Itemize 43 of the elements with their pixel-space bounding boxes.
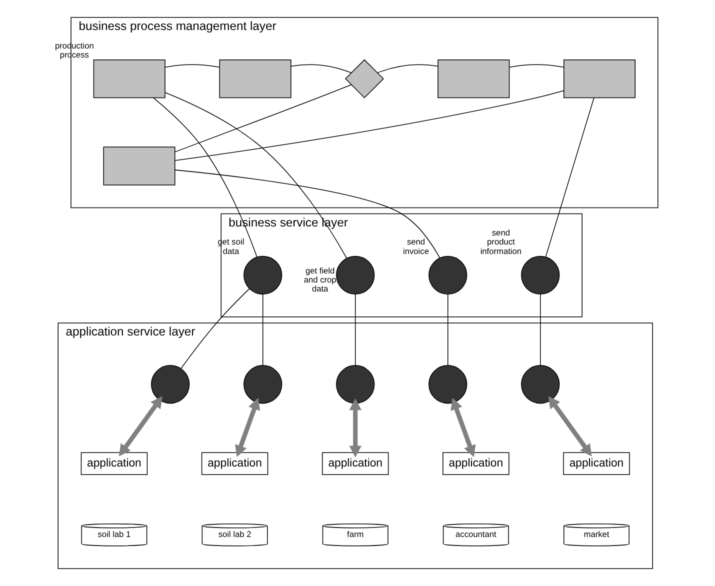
- connector: [174, 84, 352, 152]
- node-box: [563, 59, 636, 98]
- node-box: application: [442, 452, 509, 475]
- node-circle: [336, 256, 374, 295]
- arrow: [118, 396, 162, 456]
- node-box: application: [562, 452, 630, 475]
- connector: [262, 294, 263, 366]
- arrow: [348, 398, 361, 458]
- node-box: application: [80, 452, 148, 475]
- node-circle: [520, 365, 560, 404]
- node-label: send invoice: [402, 236, 428, 256]
- connector: [376, 64, 438, 74]
- node-box: [102, 146, 175, 186]
- connector: [164, 92, 347, 259]
- connector: [446, 294, 448, 366]
- connector: [164, 64, 220, 68]
- connector: [508, 64, 564, 68]
- node-circle: [428, 256, 467, 295]
- connector: [180, 288, 250, 369]
- node-circle: [243, 365, 282, 404]
- arrow: [548, 396, 592, 456]
- arrow: [234, 398, 260, 458]
- node-circle: [150, 365, 190, 404]
- connector: [174, 170, 440, 258]
- node-box: application: [321, 452, 388, 475]
- node-label: send product information: [480, 228, 522, 256]
- node-label: get field and crop data: [303, 266, 336, 294]
- arrow: [450, 398, 476, 458]
- node-box: [437, 59, 510, 98]
- connector: [539, 294, 540, 366]
- connector: [152, 98, 257, 258]
- node-circle: [336, 365, 374, 404]
- node-circle: [428, 365, 467, 404]
- node-box: [218, 59, 291, 98]
- node-circle: [243, 256, 282, 295]
- connector: [544, 98, 594, 258]
- node-box: application: [200, 452, 268, 475]
- node-circle: [520, 256, 560, 295]
- connector: [174, 90, 564, 161]
- node-diamond: [344, 59, 384, 98]
- connector: [354, 294, 356, 366]
- connector: [290, 64, 352, 74]
- node-box: [92, 59, 165, 98]
